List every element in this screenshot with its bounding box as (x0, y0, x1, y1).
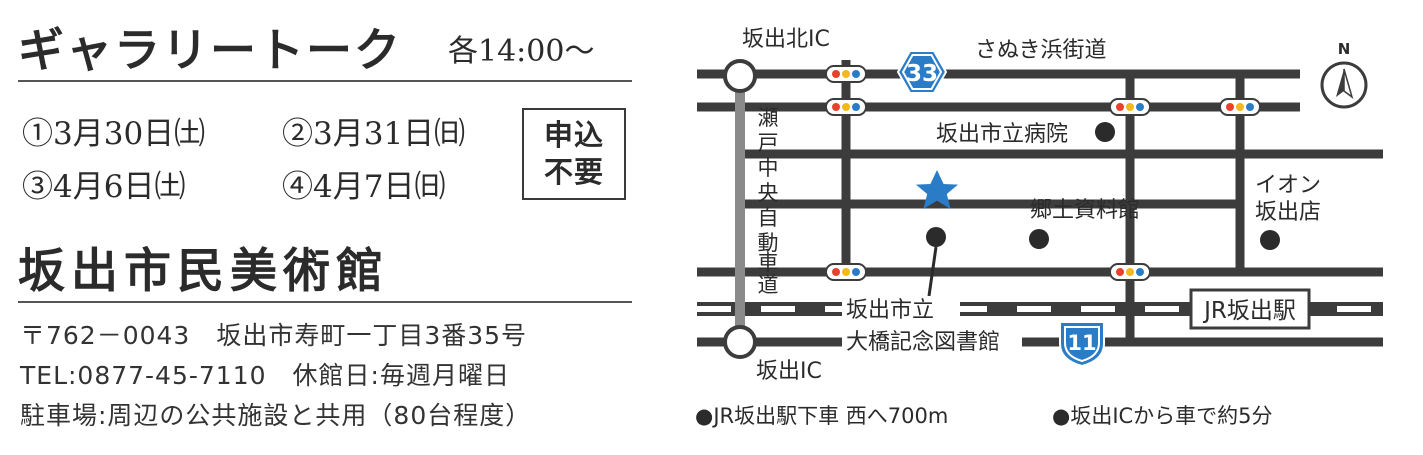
expressway-char: 中 (758, 156, 779, 180)
day-of-week: ㈰ (434, 116, 466, 152)
date-number: ① (22, 116, 53, 152)
north-arrow-icon: N (1320, 40, 1368, 109)
traffic-signal-icon (1109, 263, 1151, 281)
day-of-week: ㈰ (414, 169, 446, 205)
date-text: 4月7日 (313, 169, 415, 205)
library-label-bg (842, 296, 960, 322)
library-label-2: 大橋記念図書館 (846, 330, 1000, 355)
expressway (723, 59, 757, 359)
ic-north-marker (723, 59, 757, 93)
title-divider (18, 80, 632, 82)
expressway-char: 道 (758, 273, 779, 297)
traffic-signal-icon (1219, 98, 1261, 116)
museum-parking: 駐車場:周辺の公共施設と共用（80台程度） (20, 401, 532, 430)
station-label: JR坂出駅 (1202, 298, 1296, 324)
expressway-char: 戸 (758, 131, 779, 155)
aeon-dot (1260, 230, 1280, 250)
library-leader-line (927, 246, 938, 297)
no-reservation-line-1: 申込 (543, 118, 604, 152)
date-text: 4月6日 (53, 169, 155, 205)
gallery-talk-title: ギャラリートーク (18, 23, 402, 77)
route-33-label: 33 (906, 61, 938, 87)
local-museum-label: 郷土資料館 (1030, 198, 1140, 223)
route-shield-icon: 33 (896, 50, 948, 94)
gallery-talk-time: 各14:00〜 (448, 34, 595, 69)
museum-address: 〒762－0043 坂出市寿町一丁目3番35号 (20, 321, 528, 350)
museum-divider (18, 301, 632, 303)
expressway-char: 自 (758, 206, 779, 230)
expressway-char: 車 (758, 251, 779, 275)
aeon-label-2: 坂出店 (1255, 200, 1321, 225)
traffic-signal-icon (825, 98, 867, 116)
expressway-label: 瀬 戸 中 央 自 動 車 道 (758, 106, 779, 297)
traffic-signal-icon (825, 263, 867, 281)
access-train: ●JR坂出駅下車 西へ700m (695, 404, 949, 428)
traffic-signal-icon (1109, 98, 1151, 116)
date-number: ③ (22, 169, 53, 205)
museum-tel: TEL:0877-45-7110 休館日:毎週月曜日 (20, 361, 510, 390)
date-number: ② (282, 116, 313, 152)
star-icon (916, 170, 958, 209)
museum-name: 坂出市民美術館 (18, 244, 389, 299)
ic-south-marker (723, 325, 757, 359)
day-of-week: ㈯ (154, 169, 186, 205)
station-box (1189, 288, 1311, 330)
route-shield-icon: 11 (1059, 321, 1105, 368)
no-reservation-box: 申込 不要 (522, 108, 626, 200)
aeon-label-1: イオン (1255, 173, 1321, 198)
route-11-label: 11 (1067, 331, 1096, 355)
library-dot (926, 227, 946, 247)
expressway-char: 動 (758, 231, 779, 255)
talk-date-1: ①3月30日㈯ (22, 108, 205, 153)
no-reservation-line-2: 不要 (543, 155, 604, 189)
talk-date-4: ④4月7日㈰ (282, 161, 445, 206)
talk-date-2: ②3月31日㈰ (282, 108, 465, 153)
ic-north-label: 坂出北IC (742, 27, 830, 52)
traffic-signal-icon (825, 65, 867, 83)
hospital-label: 坂出市立病院 (936, 122, 1068, 147)
sanuki-road-label: さぬき浜街道 (975, 38, 1107, 63)
local-museum-dot (1029, 229, 1049, 249)
hospital-dot (1095, 122, 1115, 142)
library-label-bg (842, 328, 1022, 354)
expressway-char: 央 (758, 181, 779, 205)
date-text: 3月31日 (313, 116, 435, 152)
library-label-1: 坂出市立 (846, 298, 934, 323)
access-car: ●坂出ICから車で約5分 (1052, 404, 1273, 428)
traffic-signals (825, 65, 1261, 281)
day-of-week: ㈯ (174, 116, 206, 152)
talk-date-3: ③4月6日㈯ (22, 161, 185, 206)
ic-south-label: 坂出IC (756, 359, 822, 384)
date-number: ④ (282, 169, 313, 205)
expressway-char: 瀬 (758, 106, 779, 130)
date-text: 3月30日 (53, 116, 175, 152)
north-label: N (1338, 40, 1351, 58)
